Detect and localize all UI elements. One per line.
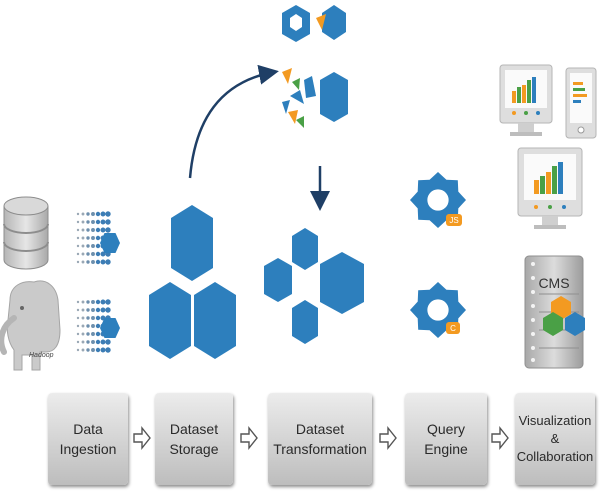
scatter-hex-cluster-icon bbox=[282, 5, 348, 128]
stage-data-ingestion: Data Ingestion bbox=[48, 393, 128, 485]
arrow-right-icon bbox=[379, 426, 397, 450]
cms-label: CMS bbox=[538, 275, 569, 291]
arrow-right-icon bbox=[491, 426, 509, 450]
cms-server-icon bbox=[524, 255, 585, 369]
ingest-hex-top bbox=[100, 233, 120, 253]
curved-arrow bbox=[188, 64, 279, 179]
hadoop-label: Hadoop bbox=[29, 352, 54, 359]
hexagon-cluster-icon bbox=[149, 205, 236, 359]
stage-query-engine: Query Engine bbox=[405, 393, 487, 485]
database-cylinder-icon bbox=[3, 196, 49, 270]
ingest-hex-bottom bbox=[100, 318, 120, 338]
monitor-bar-chart-icon bbox=[499, 64, 553, 136]
stage-dataset-transformation: Dataset Transformation bbox=[268, 393, 372, 485]
hadoop-elephant-icon bbox=[0, 280, 61, 371]
gear-top-label: JS bbox=[449, 216, 458, 225]
arrow-right-icon bbox=[240, 426, 258, 450]
gear-icon: JS bbox=[410, 172, 466, 228]
arrow-right-icon bbox=[133, 426, 151, 450]
diagram-artwork: Hadoop bbox=[0, 5, 597, 371]
monitor-bar-chart-icon bbox=[565, 67, 597, 139]
stage-visualization-collaboration: Visualization & Collaboration bbox=[515, 393, 595, 485]
hexagon-transform-icon bbox=[264, 228, 364, 344]
monitor-bar-chart-icon bbox=[517, 147, 583, 229]
gear-bottom-label: C bbox=[450, 324, 456, 333]
stage-dataset-storage: Dataset Storage bbox=[155, 393, 233, 485]
gear-icon: C bbox=[410, 282, 466, 338]
